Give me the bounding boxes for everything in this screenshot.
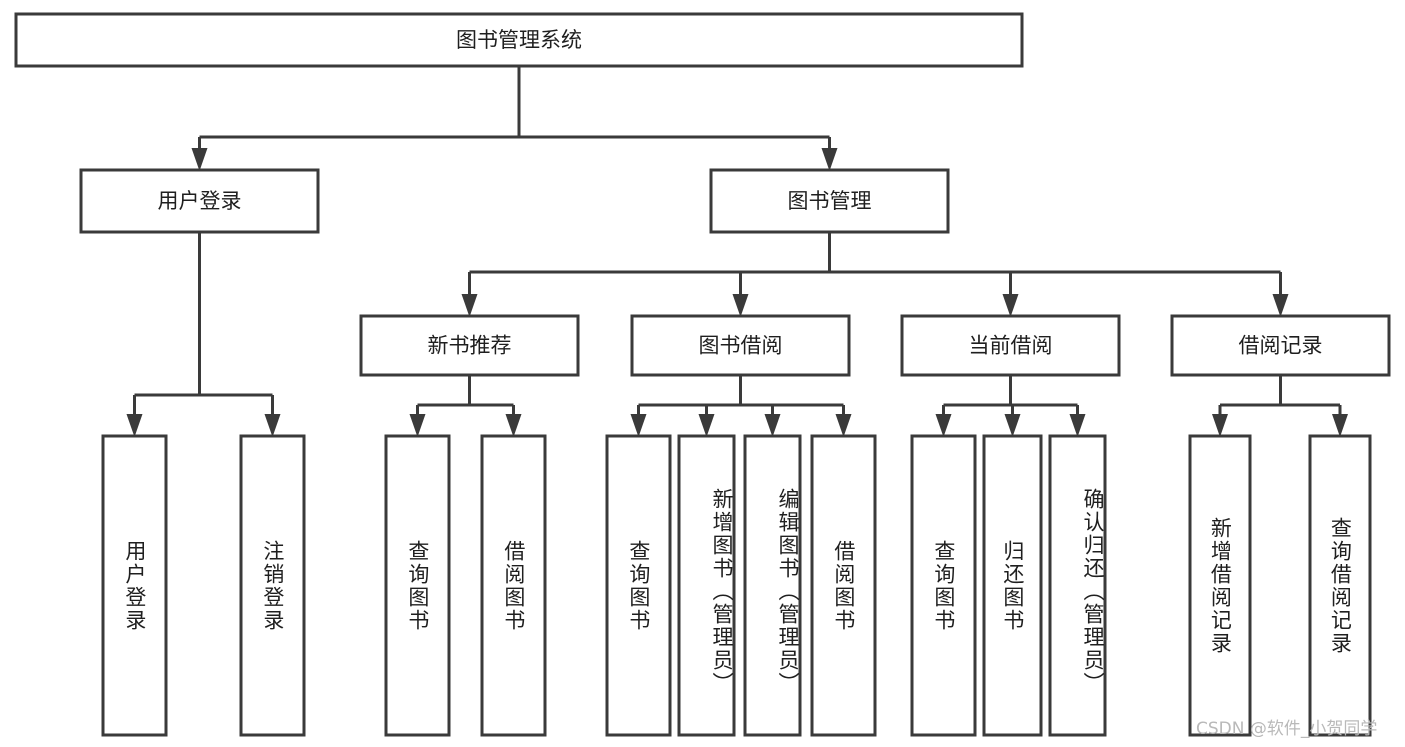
node-box-leaf-rec-query-record[interactable]: [1308, 434, 1372, 737]
arrow-head-icon: [1004, 414, 1021, 437]
node-box-l2-user-login[interactable]: [79, 168, 320, 234]
node-box-l3-borrow-record[interactable]: [1170, 314, 1391, 377]
arrow-head-icon: [732, 294, 749, 317]
node-label-l3-book-borrow: 图书借阅: [699, 334, 783, 358]
connector-l3_book_borrow: [630, 375, 852, 437]
arrow-head-icon: [409, 414, 426, 437]
arrow-head-icon: [1069, 414, 1086, 437]
node-box-leaf-borrow-query-book[interactable]: [605, 434, 672, 737]
node-box-l3-new-book-rec[interactable]: [359, 314, 580, 377]
node-box-leaf-borrow-lend-book[interactable]: [810, 434, 877, 737]
arrow-head-icon: [821, 148, 838, 171]
arrow-head-icon: [505, 414, 522, 437]
arrow-head-icon: [191, 148, 208, 171]
node-label-l2-book-manage: 图书管理: [788, 189, 872, 213]
watermark-text: CSDN @软件_小贺同学: [1196, 719, 1378, 739]
arrow-head-icon: [1332, 414, 1348, 437]
node-box-leaf-user-logout[interactable]: [239, 434, 306, 737]
node-box-leaf-cur-confirm-return[interactable]: [1048, 434, 1107, 737]
arrow-head-icon: [698, 414, 715, 437]
arrow-head-icon: [835, 414, 852, 437]
arrow-head-icon: [630, 414, 647, 437]
node-label-l3-new-book-rec: 新书推荐: [428, 334, 512, 358]
arrow-head-icon: [1002, 294, 1019, 317]
node-box-leaf-rec-borrow-book[interactable]: [480, 434, 547, 737]
node-box-leaf-cur-return-book[interactable]: [982, 434, 1043, 737]
edge-layer: [126, 66, 1348, 437]
node-label-l2-user-login: 用户登录: [158, 189, 242, 213]
arrow-head-icon: [264, 414, 281, 437]
arrow-head-icon: [1272, 294, 1289, 317]
arrow-head-icon: [935, 414, 952, 437]
node-box-root[interactable]: [14, 12, 1024, 68]
arrow-head-icon: [764, 414, 781, 437]
node-box-l3-current-borrow[interactable]: [900, 314, 1121, 377]
node-box-l2-book-manage[interactable]: [709, 168, 950, 234]
node-label-root: 图书管理系统: [456, 28, 582, 52]
node-box-leaf-borrow-add-book[interactable]: [677, 434, 736, 737]
connector-l3_new_book_rec: [409, 375, 522, 437]
connector-l2_book_manage: [461, 232, 1289, 317]
node-box-l3-book-borrow[interactable]: [630, 314, 851, 377]
node-box-leaf-borrow-edit-book[interactable]: [743, 434, 802, 737]
node-box-leaf-rec-add-record[interactable]: [1188, 434, 1252, 737]
connector-l2_user_login: [126, 232, 281, 437]
node-box-leaf-rec-query-book[interactable]: [384, 434, 451, 737]
node-label-l3-borrow-record: 借阅记录: [1239, 334, 1323, 358]
connector-root: [191, 66, 838, 171]
node-box-leaf-cur-query-book[interactable]: [910, 434, 977, 737]
arrow-head-icon: [1212, 414, 1228, 437]
arrow-head-icon: [461, 294, 478, 317]
node-label-l3-current-borrow: 当前借阅: [969, 334, 1053, 358]
node-box-leaf-user-login[interactable]: [101, 434, 168, 737]
arrow-head-icon: [126, 414, 143, 437]
connector-l3_borrow_record: [1212, 375, 1348, 437]
connector-l3_current_borrow: [935, 375, 1086, 437]
